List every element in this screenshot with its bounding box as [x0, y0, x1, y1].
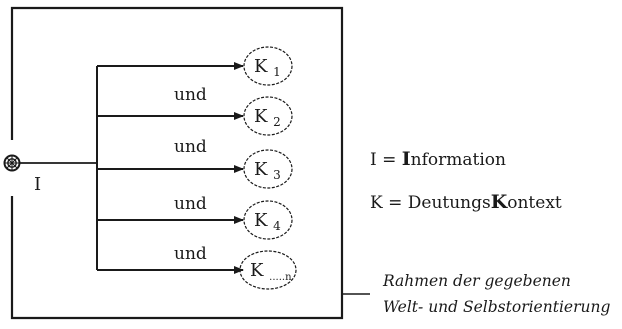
connector-label: und [174, 85, 207, 105]
context-node-outline [243, 149, 293, 189]
context-letter: K [254, 106, 273, 127]
context-subscript: .....n [269, 272, 292, 283]
legend-i-rest: nformation [410, 150, 506, 170]
context-subscript: 3 [273, 168, 281, 182]
context-node-outline [243, 200, 293, 240]
frame-caption-line-2: Welt- und Selbstorientierung [383, 298, 611, 316]
context-node-label: K 3 [254, 159, 281, 182]
context-letter: K [254, 159, 273, 180]
legend-i-prefix: I = [370, 150, 402, 170]
input-label: I [34, 174, 42, 195]
context-node-outline [243, 96, 293, 136]
input-symbol-icon [3, 154, 21, 172]
legend-context: K = DeutungsKontext [370, 193, 562, 212]
context-node-outline [243, 46, 293, 86]
legend-k-prefix: K = Deutungs [370, 193, 491, 213]
context-node: K 2 [243, 96, 293, 136]
context-node-label: K 2 [254, 106, 281, 129]
connector-label: und [174, 194, 207, 214]
context-letter: K [254, 56, 273, 77]
frame-caption-line-1: Rahmen der gegebenen [383, 272, 571, 290]
context-node: K 3 [243, 149, 293, 189]
context-node-label: K 1 [254, 56, 281, 79]
context-node-label: K .....n [250, 260, 292, 283]
legend-k-bold: K [490, 191, 508, 213]
context-node: K 4 [243, 200, 293, 240]
branch-arrows [97, 62, 244, 274]
context-letter: K [250, 260, 269, 281]
legend-information: I = Information [370, 150, 506, 169]
legend-i-bold: I [401, 148, 411, 170]
context-subscript: 4 [273, 219, 281, 233]
connector-label: und [174, 137, 207, 157]
context-letter: K [254, 210, 273, 231]
legend-k-rest: ontext [507, 193, 562, 213]
context-node: K 1 [243, 46, 293, 86]
context-subscript: 1 [273, 65, 281, 79]
context-subscript: 2 [273, 115, 281, 129]
context-nodes: K 1K 2K 3K 4K .....n [239, 46, 297, 290]
context-node: K .....n [239, 250, 297, 290]
connector-label: und [174, 244, 207, 264]
frame-outline [10, 6, 344, 320]
context-node-outline [239, 250, 297, 290]
context-node-label: K 4 [254, 210, 281, 233]
